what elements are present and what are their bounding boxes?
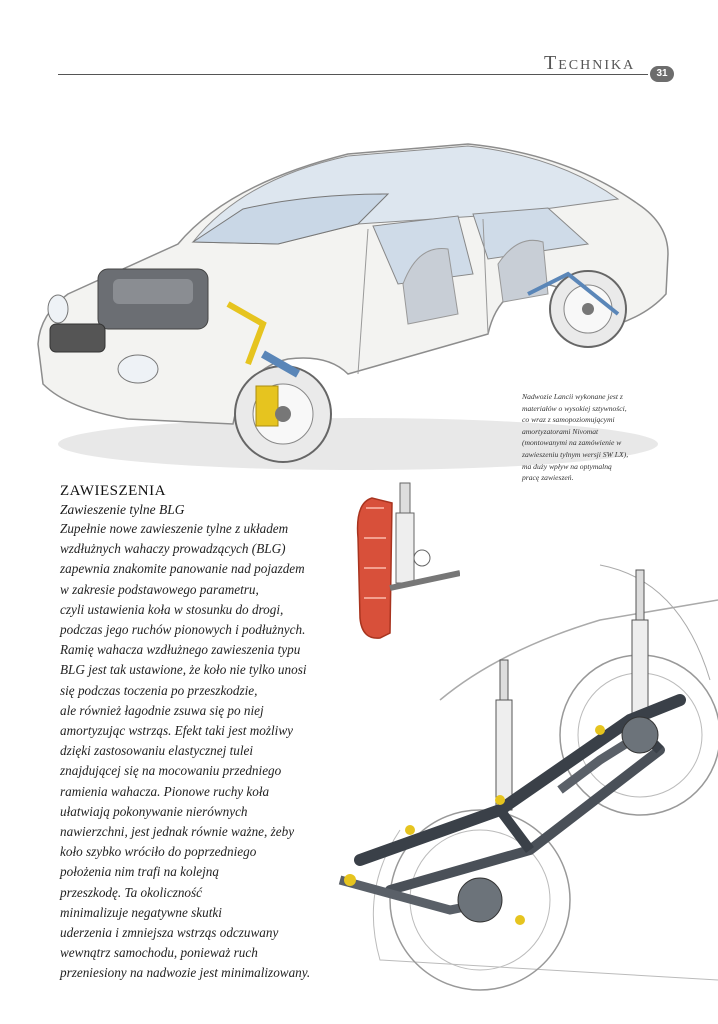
body-line: zapewnia znakomite panowanie nad pojazde… — [60, 561, 305, 577]
body-line: nawierzchni, jest jednak równie ważne, ż… — [60, 824, 295, 840]
caption-line: Nadwozie Lancii wykonane jest z — [522, 392, 623, 401]
caption-line: materiałów o wysokiej sztywności, — [522, 403, 627, 413]
body-line: ale również łagodnie zsuwa się po niej — [60, 702, 264, 718]
body-line: przeszkodę. Ta okoliczność — [60, 884, 203, 900]
article-body: Zupełnie nowe zawieszenie tylne z układe… — [60, 519, 360, 984]
caption-line: amortyzatorami Nivomat — [522, 426, 599, 436]
caption-line: ma duży wpływ na optymalną — [522, 461, 612, 471]
body-line: wzdłużnych wahaczy prowadzących (BLG) — [60, 541, 286, 557]
body-line: ramienia wahacza. Pionowe ruchy koła — [60, 783, 270, 799]
body-line: przeniesiony na nadwozie jest minimalizo… — [60, 965, 311, 981]
body-line: Ramię wahacza wzdłużnego zawieszenia typ… — [60, 642, 301, 658]
caption-line: zawieszeniu tylnym wersji SW LX), — [522, 449, 629, 459]
shock-absorber-detail — [356, 482, 460, 639]
body-line: dzięki zastosowaniu elastycznej tulei — [60, 743, 254, 759]
car-cutaway-illustration — [37, 143, 669, 470]
body-line: ułatwiają pokonywanie nierównych — [60, 803, 248, 819]
body-line: Zupełnie nowe zawieszenie tylne z układe… — [60, 521, 289, 536]
body-line: podczas jego ruchów pionowych i podłużny… — [60, 622, 306, 638]
rear-suspension-illustration — [338, 564, 718, 991]
caption-line: pracę zawieszeń. — [522, 473, 574, 483]
illustration-caption: Nadwozie Lancii wykonane jest z materiał… — [522, 391, 662, 484]
body-line: czyli ustawienia koła w stosunku do drog… — [60, 601, 284, 617]
body-line: koło szybko wróciło do poprzedniego — [60, 844, 257, 860]
article-subheading: Zawieszenie tylne BLG — [60, 502, 185, 517]
caption-line: co wraz z samopoziomującymi — [522, 415, 615, 425]
section-title: Technika — [544, 52, 636, 74]
body-line: się podczas toczenia po przeszkodzie, — [60, 682, 258, 698]
body-line: położenia nim trafi na kolejną — [60, 864, 219, 880]
body-line: w zakresie podstawowego parametru, — [60, 581, 259, 597]
header-rule — [58, 74, 648, 75]
body-line: znajdującej się na mocowaniu przedniego — [60, 763, 282, 779]
body-line: BLG jest tak ustawione, że koło nie tylk… — [60, 662, 307, 678]
article-heading: ZAWIESZENIA — [60, 483, 166, 499]
caption-line: (montowanymi na zamówienie w — [522, 438, 622, 448]
body-line: uderzenia i zmniejsza wstrząs odczuwany — [60, 925, 279, 941]
body-line: minimalizuje negatywne skutki — [60, 904, 222, 920]
page-number-badge: 31 — [650, 66, 674, 82]
body-line: wewnątrz samochodu, ponieważ ruch — [60, 945, 258, 961]
body-line: amortyzując wstrząs. Efekt taki jest moż… — [60, 723, 293, 739]
